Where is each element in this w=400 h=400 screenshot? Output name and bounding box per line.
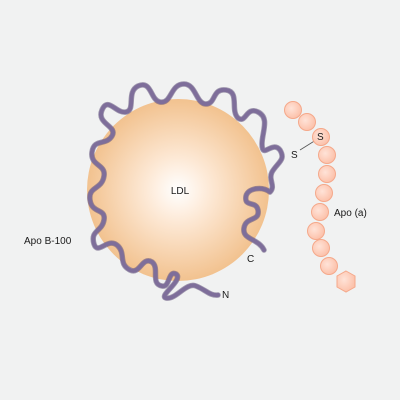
apo-a-bead — [307, 222, 325, 240]
apo-a-bead — [318, 165, 336, 183]
sulfur-label-2: S — [291, 150, 298, 161]
apo-a-bead — [320, 257, 338, 275]
apo-a-label: Apo (a) — [334, 208, 367, 219]
apo-a-bead — [312, 239, 330, 257]
apo-b-100-label: Apo B-100 — [24, 236, 72, 247]
apo-a-bead — [284, 101, 302, 119]
c-terminus-label: C — [247, 254, 254, 265]
apo-a-bead — [318, 146, 336, 164]
apo-a-bead — [311, 203, 329, 221]
sulfur-label-1: S — [317, 132, 324, 143]
n-terminus-label: N — [222, 290, 229, 301]
ldl-particle — [87, 99, 269, 281]
ldl-label: LDL — [171, 186, 190, 197]
apo-b-100-ribbon — [87, 81, 285, 301]
apo-b-100-ribbon-line — [87, 82, 285, 301]
apo-a-protease-domain — [336, 270, 356, 293]
apo-a-bead — [312, 128, 330, 146]
apo-a-chain — [284, 101, 338, 275]
apo-a-bead — [298, 113, 316, 131]
apo-a-bead — [315, 184, 333, 202]
